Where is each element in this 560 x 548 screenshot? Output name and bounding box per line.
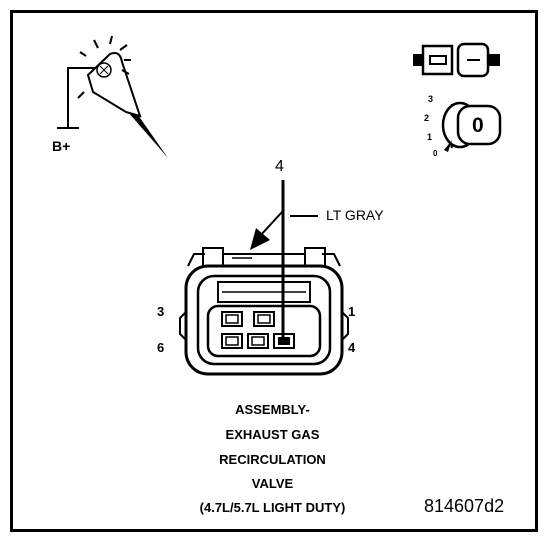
pin-label-6: 6 (157, 340, 165, 355)
key-position-1: 1 (427, 132, 433, 142)
key-label: 0 (472, 114, 484, 137)
figure-id: 814607d2 (424, 496, 505, 516)
key-position-0: 0 (433, 149, 438, 158)
caption-line-1: ASSEMBLY- (235, 402, 310, 417)
latch-arrow (250, 211, 283, 250)
wire-number: 4 (275, 158, 284, 175)
connector-disconnect-icon (413, 42, 500, 78)
caption-line-5: (4.7L/5.7L LIGHT DUTY) (199, 500, 346, 515)
pin-label-3: 3 (157, 304, 165, 319)
pin-label-1: 1 (348, 304, 356, 319)
caption-line-3: RECIRCULATION (219, 452, 326, 467)
egr-valve-connector (179, 247, 349, 376)
pin-label-4: 4 (348, 340, 356, 355)
key-position-3: 3 (428, 94, 434, 104)
supply-label: B+ (52, 138, 71, 154)
ignition-key-icon (441, 101, 502, 152)
test-light-icon (57, 35, 168, 158)
key-position-2: 2 (424, 113, 430, 123)
caption-line-4: VALVE (251, 476, 294, 491)
caption-line-2: EXHAUST GAS (225, 427, 320, 442)
wire-color-label: LT GRAY (326, 207, 384, 223)
